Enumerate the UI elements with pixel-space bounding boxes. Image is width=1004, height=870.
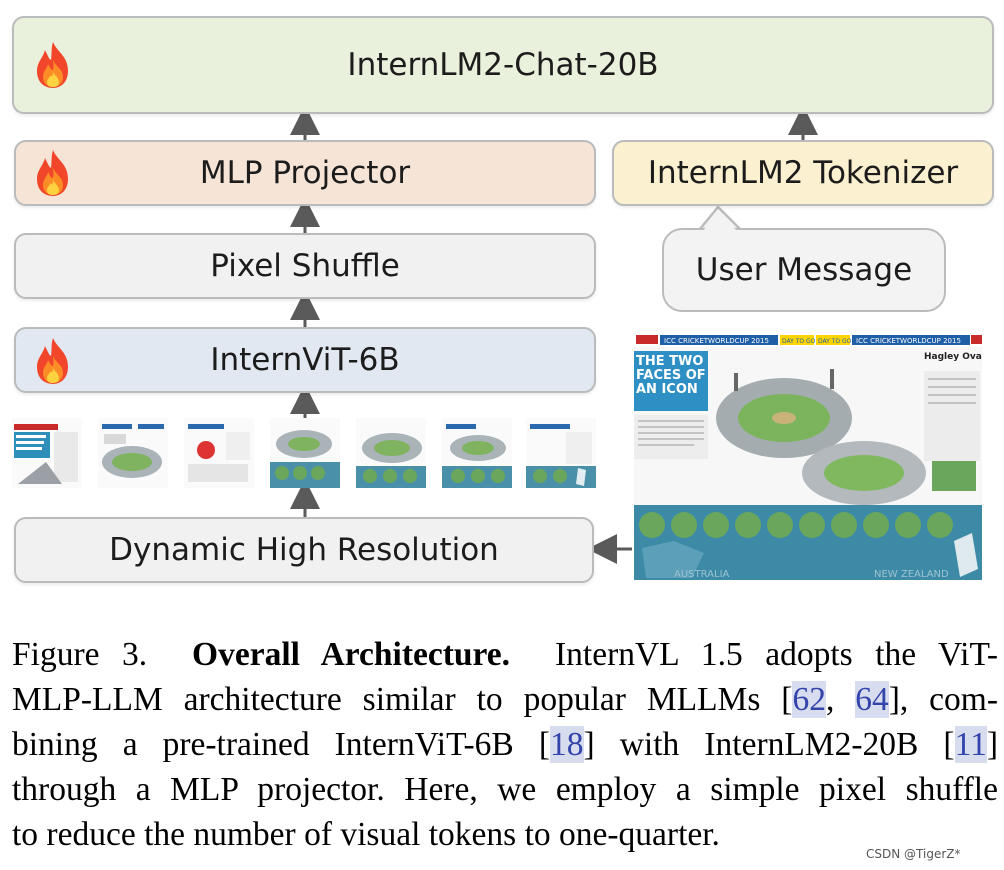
- poster-graphic: ICC CRICKETWORLDCUP 2015 DAY TO GO DAY T…: [634, 333, 982, 580]
- poster-headline: THE TWO FACES OF AN ICON: [636, 355, 706, 397]
- dynamic-resolution-label: Dynamic High Resolution: [109, 532, 499, 568]
- user-message-label: User Message: [695, 252, 913, 288]
- caption-text: MLP-LLM architecture similar to popular …: [12, 681, 793, 718]
- day-to-go-right: DAY TO GO: [818, 338, 852, 345]
- caption-line-3: bining a pre-trained InternViT-6B [18] w…: [12, 722, 998, 767]
- mlp-projector-label: MLP Projector: [199, 155, 411, 191]
- mlp-projector-block: MLP Projector: [14, 140, 596, 206]
- caption-text: ] with InternLM2-20B [: [583, 726, 955, 763]
- image-tile: [98, 418, 168, 488]
- caption-text: ,: [825, 681, 856, 718]
- llm-block: InternLM2-Chat-20B: [12, 16, 994, 114]
- figure-caption: Figure 3. Overall Architecture. InternVL…: [12, 632, 998, 857]
- map-label-australia: AUSTRALIA: [674, 569, 730, 580]
- fire-icon: [37, 338, 68, 384]
- vision-encoder-block: InternViT-6B: [14, 327, 596, 393]
- user-message-bubble: User Message: [662, 228, 946, 312]
- poster-side-title: Hagley Oval rises from the rubble: [924, 352, 982, 362]
- image-tile: [12, 418, 82, 488]
- image-tile: [184, 418, 254, 488]
- caption-line-1: Figure 3. Overall Architecture. InternVL…: [12, 632, 998, 677]
- banner-left: ICC CRICKETWORLDCUP 2015: [664, 337, 769, 345]
- tokenizer-block: InternLM2 Tokenizer: [612, 140, 994, 206]
- citation-link[interactable]: 64: [855, 681, 889, 718]
- tokenizer-label: InternLM2 Tokenizer: [647, 155, 959, 191]
- pixel-shuffle-label: Pixel Shuffle: [210, 248, 400, 284]
- image-tile: [526, 418, 596, 488]
- caption-line-4: through a MLP projector. Here, we employ…: [12, 771, 998, 808]
- image-tile: [442, 418, 512, 488]
- fire-icon: [37, 150, 68, 196]
- caption-text: bining a pre-trained InternViT-6B [: [12, 726, 550, 763]
- day-to-go-left: DAY TO GO: [782, 338, 816, 345]
- citation-link[interactable]: 18: [550, 726, 584, 763]
- caption-text: ], com-: [888, 681, 999, 718]
- pixel-shuffle-block: Pixel Shuffle: [14, 233, 596, 299]
- citation-link[interactable]: 11: [954, 726, 987, 763]
- llm-label: InternLM2-Chat-20B: [347, 47, 659, 83]
- vision-encoder-label: InternViT-6B: [210, 342, 400, 378]
- figure-number: Figure 3.: [12, 636, 148, 673]
- map-label-new-zealand: NEW ZEALAND: [874, 569, 949, 580]
- caption-text: ]: [986, 726, 998, 763]
- caption-line-5: to reduce the number of visual tokens to…: [12, 816, 720, 853]
- caption-line-2: MLP-LLM architecture similar to popular …: [12, 677, 998, 722]
- caption-bold-title: Overall Architecture.: [192, 636, 511, 673]
- image-tile: [270, 418, 340, 488]
- dynamic-resolution-block: Dynamic High Resolution: [14, 517, 594, 583]
- bubble-tail: [698, 205, 742, 231]
- watermark: CSDN @TigerZ*: [866, 847, 961, 861]
- citation-link[interactable]: 62: [792, 681, 826, 718]
- input-image: ICC CRICKETWORLDCUP 2015 DAY TO GO DAY T…: [634, 333, 982, 580]
- image-tile: [356, 418, 426, 488]
- fire-icon: [37, 42, 68, 88]
- caption-text: InternVL 1.5 adopts the ViT-: [555, 636, 999, 673]
- image-tiles: [12, 418, 596, 488]
- banner-right: ICC CRICKETWORLDCUP 2015: [856, 337, 961, 345]
